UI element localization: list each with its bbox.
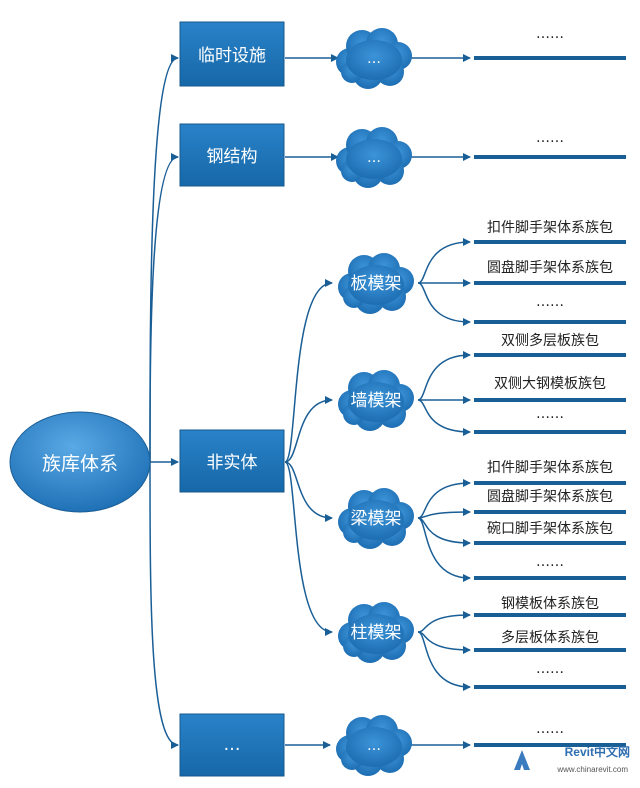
leaf-label: …… [536,294,564,310]
cloud-node-steel: … [336,127,412,188]
leaf-label: …… [536,130,564,146]
cloud-node-slab-formwork: 板模架 [338,253,414,314]
cloud-label: 板模架 [351,274,402,294]
leaf-connectors [410,54,471,749]
root-node: 族库体系 [9,411,151,513]
cloud-label: … [367,738,381,754]
leaf-label: 双侧大钢模板族包 [494,376,606,392]
cloud-label: … [367,51,381,67]
leaf-label: 扣件脚手架体系族包 [487,220,613,236]
leaf-labels: …… …… …… 扣件脚手架体系族包 圆盘脚手架体系族包 …… 双侧多层板族包 … [487,26,613,737]
category-box-temporary: 临时设施 [179,21,285,87]
leaf-label: 钢模板体系族包 [501,596,599,612]
cloud-label: 墙模架 [351,391,402,411]
leaf-label: …… [536,661,564,677]
leaf-label: 扣件脚手架体系族包 [487,460,613,476]
cloud-node-more: … [336,715,412,776]
leaf-label: …… [536,721,564,737]
connector-root-steel [149,153,179,463]
cloud-node-beam-formwork: 梁模架 [338,488,414,549]
leaf-label: 多层板体系族包 [501,629,599,646]
category-box-nonentity: 非实体 [179,429,285,493]
cloud-node-wall-formwork: 墙模架 [338,370,414,431]
leaf-label: …… [536,26,564,42]
root-label: 族库体系 [42,453,118,475]
category-label: 临时设施 [198,46,266,66]
watermark-url: www.chinarevit.com [557,765,628,774]
leaf-label: 碗口脚手架体系族包 [487,521,613,537]
leaf-label: 双侧多层板族包 [501,332,599,349]
leaf-label: …… [536,406,564,422]
cloud-node-column-formwork: 柱模架 [338,602,414,663]
category-label: 非实体 [207,453,258,473]
category-box-steel: 钢结构 [179,123,285,187]
cloud-label: 梁模架 [351,509,402,529]
cloud-label: … [367,150,381,166]
leaf-label: 圆盘脚手架体系族包 [487,488,613,505]
category-label: 钢结构 [207,147,258,167]
connector-root-more [149,461,179,749]
revit-logo-icon [514,750,530,770]
leaf-bars [474,56,626,747]
category-label: … [224,735,241,755]
cloud-node-temporary: … [336,28,412,89]
leaf-label: …… [536,554,564,570]
trunk-connectors [149,54,179,749]
category-connectors [284,54,339,749]
watermark-brand: Revit中文网 [564,745,630,759]
category-box-more: … [179,713,285,777]
leaf-label: 圆盘脚手架体系族包 [487,259,613,276]
cloud-label: 柱模架 [351,623,402,643]
